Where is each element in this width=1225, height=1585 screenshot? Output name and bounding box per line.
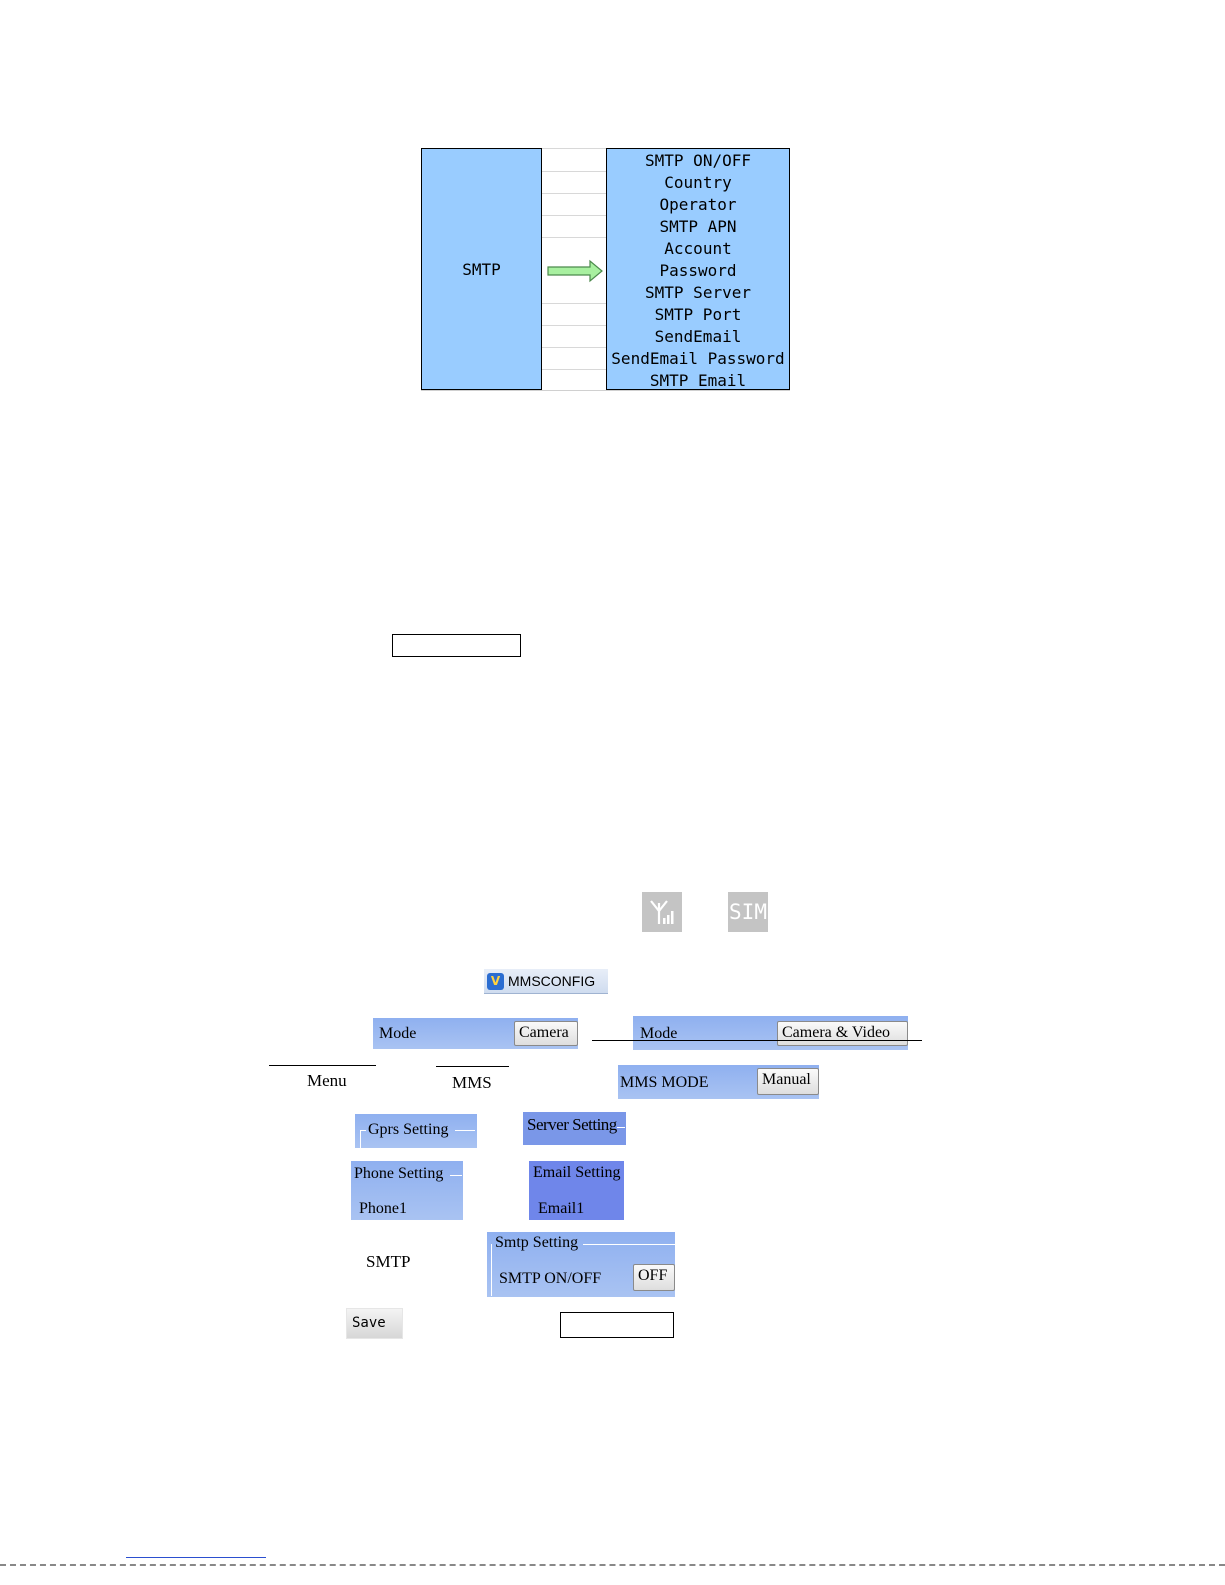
blank-box xyxy=(560,1312,674,1338)
email1-item[interactable]: Email1 xyxy=(538,1200,585,1217)
phone1-item[interactable]: Phone1 xyxy=(359,1200,407,1217)
grid-line xyxy=(542,303,606,304)
mmsconfig-logo-icon: V xyxy=(487,972,504,990)
phone-setting-panel[interactable]: Phone Setting Phone1 xyxy=(351,1161,463,1220)
diagram-item: Password xyxy=(659,261,737,280)
grid-line xyxy=(542,237,606,238)
legend-line xyxy=(360,1130,361,1148)
mode-panel-camera-video: Mode Camera & Video xyxy=(633,1016,908,1050)
mode-label: Mode xyxy=(640,1025,678,1042)
diagram-item: SMTP APN xyxy=(659,217,737,236)
right-arrow-icon xyxy=(547,259,603,283)
sim-icon-label: SIM xyxy=(729,900,767,924)
mms-mode-panel: MMS MODE Manual xyxy=(618,1065,819,1099)
legend-line xyxy=(455,1130,475,1131)
sim-icon: SIM xyxy=(728,892,768,932)
diagram-connector-grid xyxy=(542,148,606,390)
footer-dashed-line xyxy=(0,1564,1225,1566)
diagram-item: Account xyxy=(664,239,732,258)
grid-line xyxy=(542,369,606,370)
mmsconfig-label: MMSCONFIG xyxy=(508,973,596,989)
gprs-setting-title: Gprs Setting xyxy=(368,1121,449,1138)
legend-line xyxy=(583,1244,675,1245)
smtp-source-label: SMTP xyxy=(462,259,501,279)
diagram-item: SendEmail xyxy=(654,327,742,346)
blank-box xyxy=(392,634,521,657)
legend-line xyxy=(617,1127,625,1128)
smtp-toggle-button[interactable]: OFF xyxy=(633,1264,675,1291)
diagram-item: SMTP Server xyxy=(645,283,751,302)
legend-line xyxy=(450,1175,462,1176)
smtp-label[interactable]: SMTP xyxy=(366,1252,411,1271)
diagram-item: SMTP ON/OFF xyxy=(645,151,751,170)
save-button[interactable]: Save xyxy=(346,1308,403,1339)
grid-line xyxy=(542,347,606,348)
mms-mode-button[interactable]: Manual xyxy=(757,1068,819,1095)
legend-line xyxy=(491,1244,492,1296)
smtp-setting-title: Smtp Setting xyxy=(495,1234,579,1251)
diagram-item: SMTP Port xyxy=(654,305,742,324)
grid-line xyxy=(542,171,606,172)
mms-mode-label: MMS MODE xyxy=(620,1074,709,1091)
menu-rule xyxy=(269,1065,376,1066)
smtp-diagram-source: SMTP xyxy=(421,148,542,390)
smtp-setting-panel: Smtp Setting SMTP ON/OFF OFF xyxy=(487,1232,675,1297)
server-setting-title: Server Setting xyxy=(527,1115,617,1134)
smtp-diagram-items: SMTP ON/OFF Country Operator SMTP APN Ac… xyxy=(606,148,790,390)
email-setting-title: Email Setting xyxy=(533,1164,621,1181)
mmsconfig-app[interactable]: V MMSCONFIG xyxy=(484,969,608,994)
signal-icon xyxy=(642,892,682,932)
smtp-toggle-label: SMTP ON/OFF xyxy=(499,1270,602,1287)
legend-line xyxy=(361,1130,366,1131)
mode-camera-button[interactable]: Camera xyxy=(514,1021,578,1046)
diagram-item: SendEmail Password xyxy=(611,349,785,368)
email-setting-panel[interactable]: Email Setting Email1 xyxy=(529,1161,624,1220)
server-setting-panel[interactable]: Server Setting xyxy=(523,1112,626,1145)
grid-line xyxy=(542,325,606,326)
diagram-item: Operator xyxy=(659,195,737,214)
grid-line xyxy=(542,215,606,216)
footer-rule xyxy=(126,1557,266,1558)
mode-camera-video-button[interactable]: Camera & Video xyxy=(777,1021,908,1046)
grid-line xyxy=(542,193,606,194)
diagram-item: SMTP Email xyxy=(649,371,747,390)
phone-setting-title: Phone Setting xyxy=(354,1165,444,1182)
mms-rule xyxy=(436,1066,509,1067)
diagram-baseline xyxy=(421,390,790,391)
mode-panel-camera: Mode Camera xyxy=(373,1018,578,1049)
menu-label[interactable]: Menu xyxy=(307,1071,347,1090)
mode-label: Mode xyxy=(379,1025,417,1042)
diagram-item: Country xyxy=(664,173,732,192)
underline-rule xyxy=(592,1040,922,1041)
gprs-setting-panel[interactable]: Gprs Setting xyxy=(355,1114,477,1148)
mms-label[interactable]: MMS xyxy=(452,1073,492,1092)
